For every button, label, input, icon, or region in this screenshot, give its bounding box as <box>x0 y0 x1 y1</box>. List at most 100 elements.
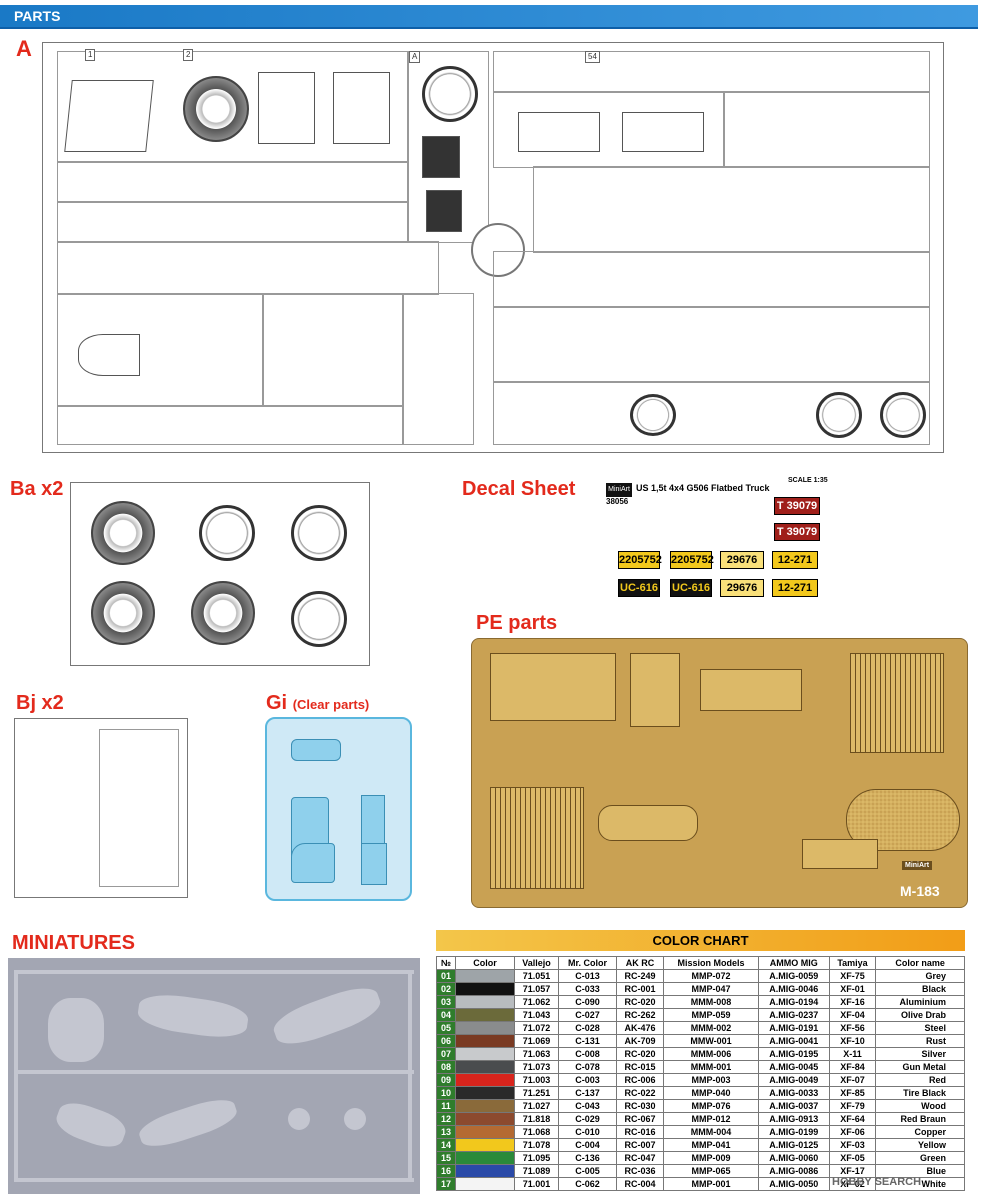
sprue-gi-label: Gi (Clear parts) <box>266 692 370 714</box>
table-cell: MMW-001 <box>663 1034 759 1048</box>
table-cell: C-062 <box>558 1177 617 1191</box>
table-cell: A.MIG-0033 <box>757 1086 830 1100</box>
table-cell: A.MIG-0041 <box>757 1034 830 1048</box>
table-cell: A.MIG-0237 <box>757 1008 830 1022</box>
table-cell: 17 <box>436 1177 456 1191</box>
figure <box>136 990 250 1042</box>
color-swatch <box>455 1112 515 1126</box>
sprue-ba <box>70 482 370 666</box>
column-header: Color <box>455 956 515 970</box>
table-cell: Aluminium <box>875 995 965 1009</box>
wheel <box>291 505 347 561</box>
pe-part <box>802 839 878 869</box>
table-cell: 12 <box>436 1112 456 1126</box>
table-cell: C-078 <box>558 1060 617 1074</box>
wheel <box>291 591 347 647</box>
table-cell: Green <box>875 1151 965 1165</box>
color-swatch <box>455 995 515 1009</box>
miniatures-sprue <box>8 958 420 1194</box>
table-cell: 01 <box>436 969 456 983</box>
table-cell: XF-64 <box>828 1112 877 1126</box>
table-cell: 71.069 <box>513 1034 560 1048</box>
table-cell: A.MIG-0086 <box>757 1164 830 1178</box>
pe-part <box>850 653 944 753</box>
part <box>333 72 390 144</box>
table-cell: RC-020 <box>615 1047 665 1061</box>
table-cell: RC-006 <box>615 1073 665 1087</box>
table-cell: MMP-040 <box>663 1086 759 1100</box>
figure <box>52 1097 130 1153</box>
sprue-a-cell <box>57 241 439 295</box>
color-swatch <box>455 982 515 996</box>
table-cell: A.MIG-0046 <box>757 982 830 996</box>
color-swatch <box>455 1073 515 1087</box>
table-cell: XF-05 <box>828 1151 877 1165</box>
table-cell: 71.078 <box>513 1138 560 1152</box>
table-cell: 02 <box>436 982 456 996</box>
wheel <box>183 76 249 142</box>
table-cell: RC-001 <box>615 982 665 996</box>
decal-plate: 29676 <box>720 551 764 569</box>
column-header: Tamiya <box>828 956 877 970</box>
table-cell: RC-249 <box>615 969 665 983</box>
table-cell: MMP-059 <box>663 1008 759 1022</box>
decal-plate: 29676 <box>720 579 764 597</box>
table-cell: A.MIG-0037 <box>757 1099 830 1113</box>
table-cell: C-008 <box>558 1047 617 1061</box>
table-cell: XF-56 <box>828 1021 877 1035</box>
table-cell: MMP-001 <box>663 1177 759 1191</box>
decal-plate: UC-616 <box>670 579 712 597</box>
table-cell: 04 <box>436 1008 456 1022</box>
table-cell: 16 <box>436 1164 456 1178</box>
table-cell: 71.089 <box>513 1164 560 1178</box>
table-cell: 71.818 <box>513 1112 560 1126</box>
table-cell: C-027 <box>558 1008 617 1022</box>
table-cell: X-11 <box>828 1047 877 1061</box>
table-cell: C-136 <box>558 1151 617 1165</box>
table-cell: RC-067 <box>615 1112 665 1126</box>
table-cell: MMM-001 <box>663 1060 759 1074</box>
column-header: Vallejo <box>513 956 560 970</box>
column-header: Mission Models <box>663 956 759 970</box>
table-cell: 11 <box>436 1099 456 1113</box>
color-swatch <box>455 1034 515 1048</box>
table-cell: RC-262 <box>615 1008 665 1022</box>
decal-title: US 1,5t 4x4 G506 Flatbed Truck <box>636 483 770 493</box>
color-swatch <box>455 1164 515 1178</box>
table-cell: MMM-008 <box>663 995 759 1009</box>
wheel <box>816 392 862 438</box>
wheel <box>191 581 255 645</box>
wheel <box>422 66 478 122</box>
part <box>64 80 154 152</box>
table-cell: RC-047 <box>615 1151 665 1165</box>
table-cell: Gun Metal <box>875 1060 965 1074</box>
pe-part <box>630 653 680 727</box>
table-cell: C-137 <box>558 1086 617 1100</box>
sprue-a-cell <box>723 91 930 168</box>
decal-plate: T 39079 <box>774 497 820 515</box>
decal-code: 38056 <box>606 497 629 506</box>
table-cell: XF-85 <box>828 1086 877 1100</box>
header-bar: PARTS <box>0 5 978 29</box>
sprue-bj-cell <box>99 729 179 887</box>
sprue-a-cell <box>407 51 489 243</box>
table-cell: 05 <box>436 1021 456 1035</box>
table-cell: Grey <box>875 969 965 983</box>
table-cell: 71.027 <box>513 1099 560 1113</box>
figure-head <box>288 1108 310 1130</box>
table-cell: 71.063 <box>513 1047 560 1061</box>
table-cell: Yellow <box>875 1138 965 1152</box>
table-cell: AK-476 <box>615 1021 665 1035</box>
table-cell: MMP-012 <box>663 1112 759 1126</box>
table-cell: XF-84 <box>828 1060 877 1074</box>
table-cell: XF-07 <box>828 1073 877 1087</box>
table-cell: XF-75 <box>828 969 877 983</box>
sprue-hub <box>471 223 525 277</box>
